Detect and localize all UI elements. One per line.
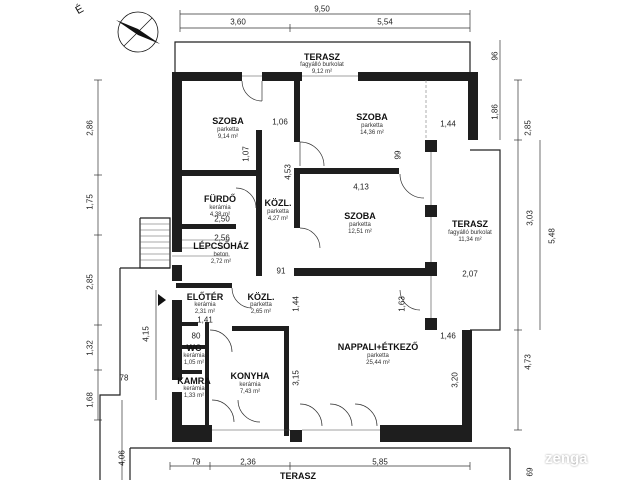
terrace-outlines [99, 41, 511, 480]
room-name-konyha: KONYHA [230, 371, 270, 381]
dim-320: 3,20 [450, 372, 460, 388]
room-area-lepcsohaz: 2,72 m² [210, 259, 232, 265]
dim-132: 1,32 [85, 340, 95, 356]
dim-186: 1,86 [490, 104, 500, 120]
dim-80: 80 [191, 331, 201, 341]
room-area-kamra: 1,33 m² [183, 393, 205, 399]
dim-144-a: 1,44 [440, 119, 456, 129]
dim-168: 1,68 [85, 392, 95, 408]
room-area-szoba-1: 9,14 m² [217, 134, 239, 140]
room-area-furdo: 4,38 m² [209, 212, 231, 218]
dim-bottom-69: 69 [525, 467, 535, 477]
dim-250: 2,50 [214, 214, 230, 224]
room-finish-terasz-top: fagyálló burkolat [300, 62, 344, 68]
room-name-szoba-1: SZOBA [212, 116, 244, 126]
room-name-terasz-right: TERASZ [452, 219, 488, 229]
room-finish-kozl-2: parketta [250, 302, 272, 308]
room-name-lepcsohaz: LÉPCSŐHÁZ [193, 241, 249, 251]
dim-bottom-585: 5,85 [372, 457, 388, 467]
dim-163: 1,63 [397, 296, 407, 312]
room-area-szoba-3: 12,51 m² [348, 229, 372, 235]
room-area-konyha: 7,43 m² [239, 389, 261, 395]
exterior-walls [172, 72, 478, 442]
room-area-nappali: 25,44 m² [366, 360, 390, 366]
door-swings [209, 80, 425, 427]
dim-top-right: 5,54 [377, 17, 393, 27]
entrance-arrow-icon [158, 294, 166, 306]
dim-top-left: 3,60 [230, 17, 246, 27]
room-name-kozl-2: KÖZL. [247, 292, 275, 302]
room-name-terasz-top: TERASZ [304, 52, 340, 62]
dim-406: 4,06 [117, 450, 127, 466]
dim-78: 78 [119, 373, 129, 383]
dim-99: 99 [393, 150, 403, 160]
room-finish-nappali: parketta [367, 353, 389, 359]
dim-bottom-79: 79 [191, 457, 201, 467]
room-finish-kozl-1: parketta [267, 209, 289, 215]
dim-96: 96 [490, 51, 500, 61]
dim-106: 1,06 [272, 117, 288, 127]
room-name-kozl-1: KÖZL. [264, 198, 292, 208]
room-finish-lepcsohaz: beton [213, 252, 229, 258]
dim-286: 2,86 [85, 120, 95, 136]
dim-453: 4,53 [283, 164, 293, 180]
dim-315: 3,15 [291, 370, 301, 386]
dim-207: 2,07 [462, 269, 478, 279]
dim-144-b: 1,44 [291, 296, 301, 312]
room-area-terasz-right: 11,34 m² [458, 237, 482, 243]
room-area-szoba-2: 14,36 m² [360, 130, 384, 136]
room-finish-furdo: kerámia [209, 205, 231, 211]
dim-285-right: 2,85 [523, 120, 533, 136]
dim-303: 3,03 [525, 210, 535, 226]
dim-107: 1,07 [241, 146, 251, 162]
interior-walls [176, 80, 430, 436]
dim-548: 5,48 [547, 228, 557, 244]
dim-473: 4,73 [523, 354, 533, 370]
room-area-terasz-top: 9,12 m² [311, 69, 333, 75]
room-area-eloter: 2,31 m² [194, 309, 216, 315]
room-finish-eloter: kerámia [194, 302, 216, 308]
room-finish-wc: kerámia [183, 353, 205, 359]
room-name-terasz-bottom: TERASZ [280, 471, 316, 480]
room-finish-szoba-3: parketta [349, 222, 371, 228]
dim-256: 2,56 [214, 233, 230, 243]
dim-141: 1,41 [197, 315, 213, 325]
dim-285-left: 2,85 [85, 274, 95, 290]
room-name-eloter: ELŐTÉR [186, 292, 224, 302]
dim-top-total: 9,50 [314, 4, 330, 14]
dim-415: 4,15 [141, 326, 151, 342]
room-name-nappali: NAPPALI+ÉTKEZŐ [337, 342, 419, 352]
watermark-icon [544, 451, 562, 469]
dimension-lines [94, 10, 541, 480]
dim-146: 1,46 [440, 331, 456, 341]
room-area-kozl-2: 2,65 m² [250, 309, 272, 315]
room-area-kozl-1: 4,27 m² [267, 216, 289, 222]
room-name-szoba-3: SZOBA [344, 211, 376, 221]
room-name-wc: WC [186, 343, 202, 353]
room-name-furdo: FÜRDŐ [204, 194, 236, 204]
dim-91: 91 [276, 266, 286, 276]
room-name-szoba-2: SZOBA [356, 112, 388, 122]
room-finish-szoba-2: parketta [361, 123, 383, 129]
room-finish-kamra: kerámia [183, 386, 205, 392]
compass-icon [116, 11, 160, 53]
room-finish-szoba-1: parketta [217, 127, 239, 133]
dim-175: 1,75 [85, 194, 95, 210]
room-finish-konyha: kerámia [239, 382, 261, 388]
dim-bottom-236: 2,36 [240, 457, 256, 467]
watermark-brand: zenga [545, 450, 588, 467]
room-finish-terasz-right: fagyálló burkolat [448, 230, 492, 236]
room-name-kamra: KAMRA [177, 376, 211, 386]
glazing [212, 75, 432, 431]
room-area-wc: 1,05 m² [183, 360, 205, 366]
dim-413: 4,13 [353, 182, 369, 192]
